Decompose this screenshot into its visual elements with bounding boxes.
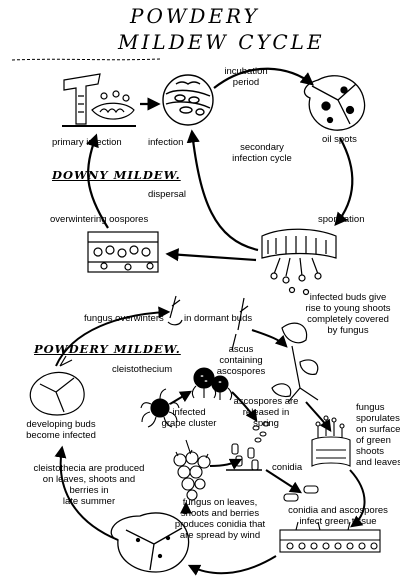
label-sporulates-line2: sporulates: [356, 413, 400, 424]
label-infected-cluster: infected grape cluster: [150, 407, 228, 429]
sporulation-illustration: [261, 228, 337, 296]
label-oospores: overwintering oospores: [50, 214, 149, 225]
arrow-infect-to-leaf: [187, 555, 277, 576]
label-ascus-line1: ascus: [228, 344, 254, 355]
label-infected-buds-line3: completely covered: [307, 314, 389, 325]
label-conidia-produced: fungus on leaves, shoots and berries pro…: [162, 497, 278, 541]
dormant-bud-shoot: [167, 295, 249, 351]
label-cleistothecia-line1: cleistothecia are produced: [33, 463, 145, 474]
arrow-ascus-to-spores: [231, 391, 258, 422]
oospores-illustration: [87, 231, 159, 273]
label-ascus: ascus containing ascospores: [206, 344, 276, 377]
arrow-sporulation-to-infection: [186, 129, 259, 252]
label-cleistothecia-line4: late summer: [62, 496, 116, 507]
grape-cluster-illustration: [173, 439, 211, 501]
arrow-conidia-to-surface: [265, 469, 303, 494]
label-sporulates-line4: of green: [356, 435, 391, 446]
arrow-cleist-to-ascus: [169, 390, 193, 405]
label-ascospores-released: ascospores are released in spring: [226, 396, 306, 429]
label-sporulation: sporulation: [318, 214, 365, 225]
arrow-developing-to-overwinter: [55, 306, 171, 367]
developing-buds-leaf: [29, 355, 85, 416]
label-infected-cluster-line1: infected: [172, 407, 206, 418]
ascospores-released: [252, 421, 270, 443]
oil-spots-leaf: [303, 75, 366, 131]
infection-illustration: [162, 74, 214, 126]
label-developing-buds-line1: developing buds: [26, 419, 96, 430]
label-secondary-line1: secondary: [240, 142, 284, 153]
arrow-sporulate-to-infect: [349, 469, 366, 528]
ascus-illustration: [191, 367, 233, 401]
arrow-grape-to-conidia: [209, 458, 243, 470]
label-ascospores-line2: released in: [242, 407, 290, 418]
label-conidia: conidia: [272, 462, 303, 473]
label-incubation-period: incubation period: [216, 66, 276, 88]
label-fungus-overwinters: fungus overwinters: [84, 313, 164, 324]
title-line-1: POWDERY: [130, 4, 260, 28]
arrow-infection-to-oilspots: [213, 67, 315, 89]
powdery-mildew-heading: POWDERY MILDEW.: [34, 342, 181, 356]
label-dispersal: dispersal: [148, 189, 187, 200]
label-conidia-produced-line2: shoots and berries: [180, 508, 260, 519]
label-sporulates-line1: fungus: [356, 402, 385, 413]
label-conidia-infect: conidia and ascospores infect green tiss…: [282, 505, 394, 527]
label-fungus-sporulates: fungus sporulates on surface of green sh…: [356, 402, 400, 468]
arrow-leaf-to-cleistothecia: [54, 445, 119, 541]
label-infected-buds-line4: by fungus: [327, 325, 369, 336]
green-tissue-illustration: [279, 521, 381, 553]
label-secondary-line2: infection cycle: [232, 153, 292, 164]
label-infected-buds-line2: rise to young shoots: [305, 303, 391, 314]
label-developing-buds: developing buds become infected: [18, 419, 104, 441]
label-incubation-line1: incubation: [224, 66, 268, 77]
label-infected-buds: infected buds give rise to young shoots …: [300, 292, 396, 336]
label-cleistothecia-line3: berries in: [69, 485, 109, 496]
label-conidia-produced-line1: fungus on leaves,: [182, 497, 258, 508]
label-cleistothecia-produced: cleistothecia are produced on leaves, sh…: [26, 463, 152, 507]
label-cleistothecium: cleistothecium: [112, 364, 173, 375]
arrow-overwinter-to-shoot: [251, 329, 288, 348]
label-ascospores-line3: spring: [253, 418, 279, 429]
label-infected-buds-line1: infected buds give: [309, 292, 387, 303]
arrow-shoot-to-sporulate: [305, 401, 332, 432]
label-conidia-produced-line3: produces conidia that: [174, 519, 266, 530]
label-incubation-line2: period: [232, 77, 260, 88]
label-infected-cluster-line2: grape cluster: [161, 418, 217, 429]
title-underline: [11, 58, 161, 61]
downy-cycle-arrows: [86, 67, 354, 262]
arrow-oospores-to-primary: [86, 133, 109, 229]
infected-shoot-illustration: [271, 322, 319, 403]
label-ascus-line3: ascospores: [216, 366, 266, 377]
conidia-chains: [226, 443, 262, 471]
late-summer-leaf: [110, 512, 190, 573]
label-conidia-produced-line4: are spread by wind: [179, 530, 261, 541]
cleistothecium-illustration: [140, 388, 180, 428]
label-conidia-infect-line1: conidia and ascospores: [288, 505, 388, 516]
arrow-sporulation-to-oospores: [165, 248, 257, 262]
primary-infection-illustration: [62, 73, 136, 127]
label-conidia-infect-line2: infect green tissue: [299, 516, 377, 527]
label-infection: infection: [148, 137, 184, 148]
label-cleistothecia-line2: on leaves, shoots and: [42, 474, 136, 485]
title-line-2: MILDEW CYCLE: [118, 30, 325, 54]
label-primary-infection: primary infection: [52, 137, 122, 148]
label-dormant-buds: in dormant buds: [184, 313, 253, 324]
downy-mildew-heading: DOWNY MILDEW.: [52, 168, 181, 182]
sporulating-surface: [311, 415, 351, 467]
label-sporulates-line5: shoots: [356, 446, 384, 457]
label-sporulates-line6: and leaves: [356, 457, 400, 468]
label-secondary-cycle: secondary infection cycle: [222, 142, 302, 164]
label-ascus-line2: containing: [219, 355, 263, 366]
powdery-cycle-arrows: [54, 306, 366, 576]
arrow-oilspots-to-sporulation: [334, 137, 354, 227]
conidia-spores: [283, 485, 319, 502]
label-sporulates-line3: on surface: [356, 424, 400, 435]
label-developing-buds-line2: become infected: [26, 430, 96, 441]
label-oil-spots: oil spots: [322, 134, 357, 145]
label-ascospores-line1: ascospores are: [233, 396, 299, 407]
